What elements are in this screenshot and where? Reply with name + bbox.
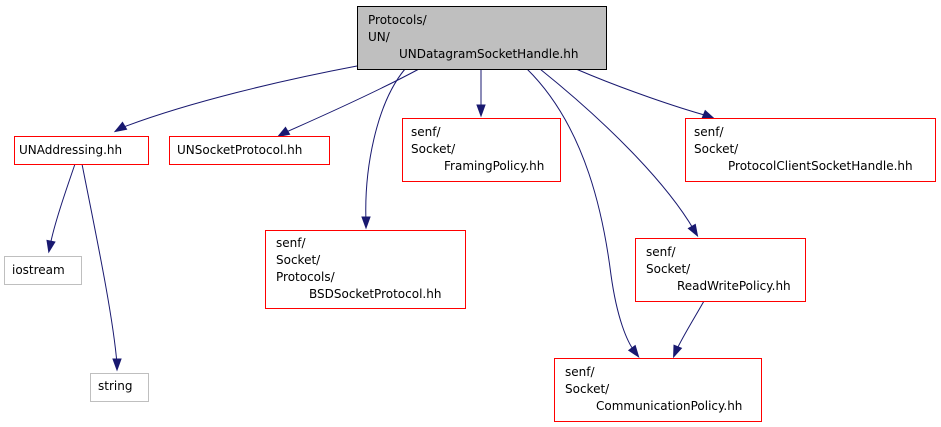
node-label-line: iostream xyxy=(12,263,65,277)
edge-root-to-unsocketprotocol xyxy=(276,68,420,138)
node-label-line: BSDSocketProtocol.hh xyxy=(309,287,441,301)
edge-root-to-bsdsocketprotocol xyxy=(361,68,406,230)
arrowhead-icon xyxy=(673,344,683,359)
node-iostream: iostream xyxy=(4,256,82,285)
node-box xyxy=(265,230,466,309)
node-label-line: UNAddressing.hh xyxy=(19,143,122,157)
node-label-line: senf/ xyxy=(276,236,306,250)
edge-root-to-framingpolicy xyxy=(476,69,486,118)
node-box xyxy=(685,118,936,182)
node-box xyxy=(14,136,149,165)
arrowhead-icon xyxy=(46,239,56,254)
node-framingpolicy[interactable]: senf/Socket/FramingPolicy.hh xyxy=(402,118,561,182)
edge-line xyxy=(539,68,698,236)
edge-line xyxy=(115,65,358,132)
node-string: string xyxy=(90,373,149,402)
node-label-line: senf/ xyxy=(565,365,595,379)
node-communicationpolicy[interactable]: senf/Socket/CommunicationPolicy.hh xyxy=(554,358,762,422)
node-bsdsocketprotocol[interactable]: senf/Socket/Protocols/BSDSocketProtocol.… xyxy=(265,230,466,309)
edge-line xyxy=(526,68,639,357)
node-label-line: ProtocolClientSocketHandle.hh xyxy=(728,159,913,173)
node-label-line: Protocols/ xyxy=(276,270,336,284)
node-box xyxy=(635,238,806,302)
arrowhead-icon xyxy=(361,216,371,230)
node-label-line: UNSocketProtocol.hh xyxy=(177,143,302,157)
node-label-line: UN/ xyxy=(368,30,391,44)
edge-unaddressing-to-iostream xyxy=(46,163,76,254)
edge-root-to-readwritepolicy xyxy=(539,68,699,238)
node-label-line: FramingPolicy.hh xyxy=(444,159,544,173)
node-label-line: senf/ xyxy=(646,245,676,259)
node-label-line: Socket/ xyxy=(694,142,739,156)
node-box xyxy=(357,6,607,70)
node-box xyxy=(90,373,149,402)
edge-line xyxy=(575,68,714,119)
edge-line xyxy=(48,163,76,252)
node-label-line: Socket/ xyxy=(646,262,691,276)
node-box xyxy=(169,136,330,165)
edge-line xyxy=(278,68,420,137)
node-box xyxy=(402,118,561,182)
edge-root-to-protocolclientsockethandle xyxy=(575,68,716,119)
node-unsocketprotocol[interactable]: UNSocketProtocol.hh xyxy=(169,136,330,165)
node-box xyxy=(554,358,762,422)
arrowhead-icon xyxy=(476,104,486,118)
arrowhead-icon xyxy=(701,109,716,119)
node-label-line: Socket/ xyxy=(276,253,321,267)
node-label-line: senf/ xyxy=(694,125,724,139)
arrowhead-icon xyxy=(687,223,699,238)
node-label-line: CommunicationPolicy.hh xyxy=(596,399,742,413)
node-unaddressing[interactable]: UNAddressing.hh xyxy=(14,136,149,165)
node-label-line: Socket/ xyxy=(411,142,456,156)
arrowhead-icon xyxy=(112,358,122,372)
node-label-line: Socket/ xyxy=(565,382,610,396)
edge-line xyxy=(81,163,118,369)
node-label-line: ReadWritePolicy.hh xyxy=(677,279,791,293)
node-label-line: senf/ xyxy=(411,125,441,139)
node-label-line: string xyxy=(98,379,132,393)
node-label-line: UNDatagramSocketHandle.hh xyxy=(399,47,579,61)
edge-line xyxy=(365,68,406,227)
edge-root-to-communicationpolicy xyxy=(526,68,640,358)
node-readwritepolicy[interactable]: senf/Socket/ReadWritePolicy.hh xyxy=(635,238,806,302)
edge-unaddressing-to-string xyxy=(81,163,122,372)
edge-readwritepolicy-to-communicationpolicy xyxy=(673,300,705,359)
edges-layer xyxy=(46,65,716,372)
edge-root-to-unaddressing xyxy=(113,65,358,133)
node-box xyxy=(4,256,82,285)
arrowhead-icon xyxy=(627,344,640,358)
arrowhead-icon xyxy=(276,126,291,138)
node-label-line: Protocols/ xyxy=(368,13,428,27)
node-root[interactable]: Protocols/UN/UNDatagramSocketHandle.hh xyxy=(357,6,607,70)
nodes-layer: Protocols/UN/UNDatagramSocketHandle.hhUN… xyxy=(4,6,936,422)
arrowhead-icon xyxy=(113,121,128,133)
node-protocolclientsockethandle[interactable]: senf/Socket/ProtocolClientSocketHandle.h… xyxy=(685,118,936,182)
